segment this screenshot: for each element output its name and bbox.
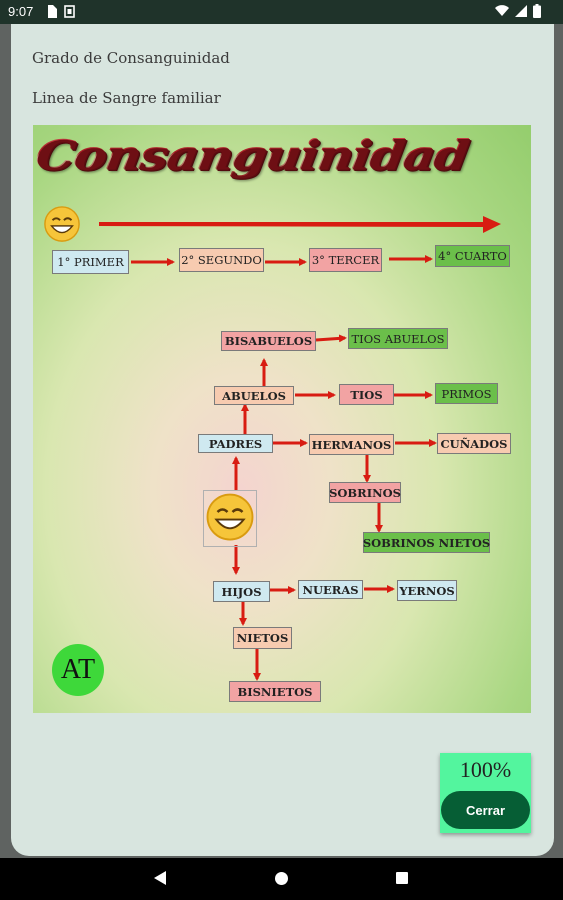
self-smiley-icon bbox=[206, 493, 254, 541]
back-icon[interactable] bbox=[153, 870, 167, 886]
node-nietos: NIETOS bbox=[233, 627, 292, 649]
notification-icon bbox=[64, 5, 75, 18]
node-abuelos: ABUELOS bbox=[214, 386, 294, 405]
node-bisnietos: BISNIETOS bbox=[229, 681, 321, 702]
degree-second: 2° SEGUNDO bbox=[179, 248, 264, 272]
degree-fourth: 4° CUARTO bbox=[435, 245, 510, 267]
degree-first: 1° PRIMER bbox=[52, 250, 129, 274]
diagram-arrows bbox=[99, 216, 501, 681]
recents-icon[interactable] bbox=[396, 872, 408, 884]
wifi-icon bbox=[495, 5, 509, 17]
dialog-subtitle: Linea de Sangre familiar bbox=[32, 89, 221, 107]
dialog-title: Grado de Consanguinidad bbox=[32, 49, 230, 67]
signal-icon bbox=[515, 5, 527, 17]
consanguinity-diagram: Consanguinidad bbox=[33, 125, 531, 713]
node-hermanos: HERMANOS bbox=[309, 434, 394, 455]
progress-card: 100% Cerrar bbox=[440, 753, 531, 833]
smiley-icon bbox=[44, 206, 80, 242]
node-padres: PADRES bbox=[198, 434, 273, 453]
node-primos: PRIMOS bbox=[435, 383, 498, 404]
node-nueras: NUERAS bbox=[298, 580, 363, 599]
node-yernos: YERNOS bbox=[397, 580, 457, 601]
status-bar: 9:07 bbox=[0, 0, 563, 24]
navigation-bar bbox=[0, 858, 563, 900]
degree-third: 3° TERCER bbox=[309, 248, 382, 272]
node-sobrinos-nietos: SOBRINOS NIETOS bbox=[363, 532, 490, 553]
status-time: 9:07 bbox=[8, 4, 34, 19]
battery-icon bbox=[533, 4, 541, 18]
home-icon[interactable] bbox=[275, 872, 288, 885]
node-tios: TIOS bbox=[339, 384, 394, 405]
status-icons bbox=[495, 4, 541, 18]
node-sobrinos: SOBRINOS bbox=[329, 482, 401, 503]
sim-card-icon bbox=[48, 5, 57, 18]
node-hijos: HIJOS bbox=[213, 581, 270, 602]
close-button[interactable]: Cerrar bbox=[441, 791, 530, 829]
node-cunados: CUÑADOS bbox=[437, 433, 511, 454]
progress-text: 100% bbox=[459, 757, 512, 782]
at-badge: AT bbox=[52, 644, 104, 696]
node-tios-abuelos: TIOS ABUELOS bbox=[348, 328, 448, 349]
node-bisabuelos: BISABUELOS bbox=[221, 331, 316, 351]
self-frame bbox=[203, 490, 257, 547]
